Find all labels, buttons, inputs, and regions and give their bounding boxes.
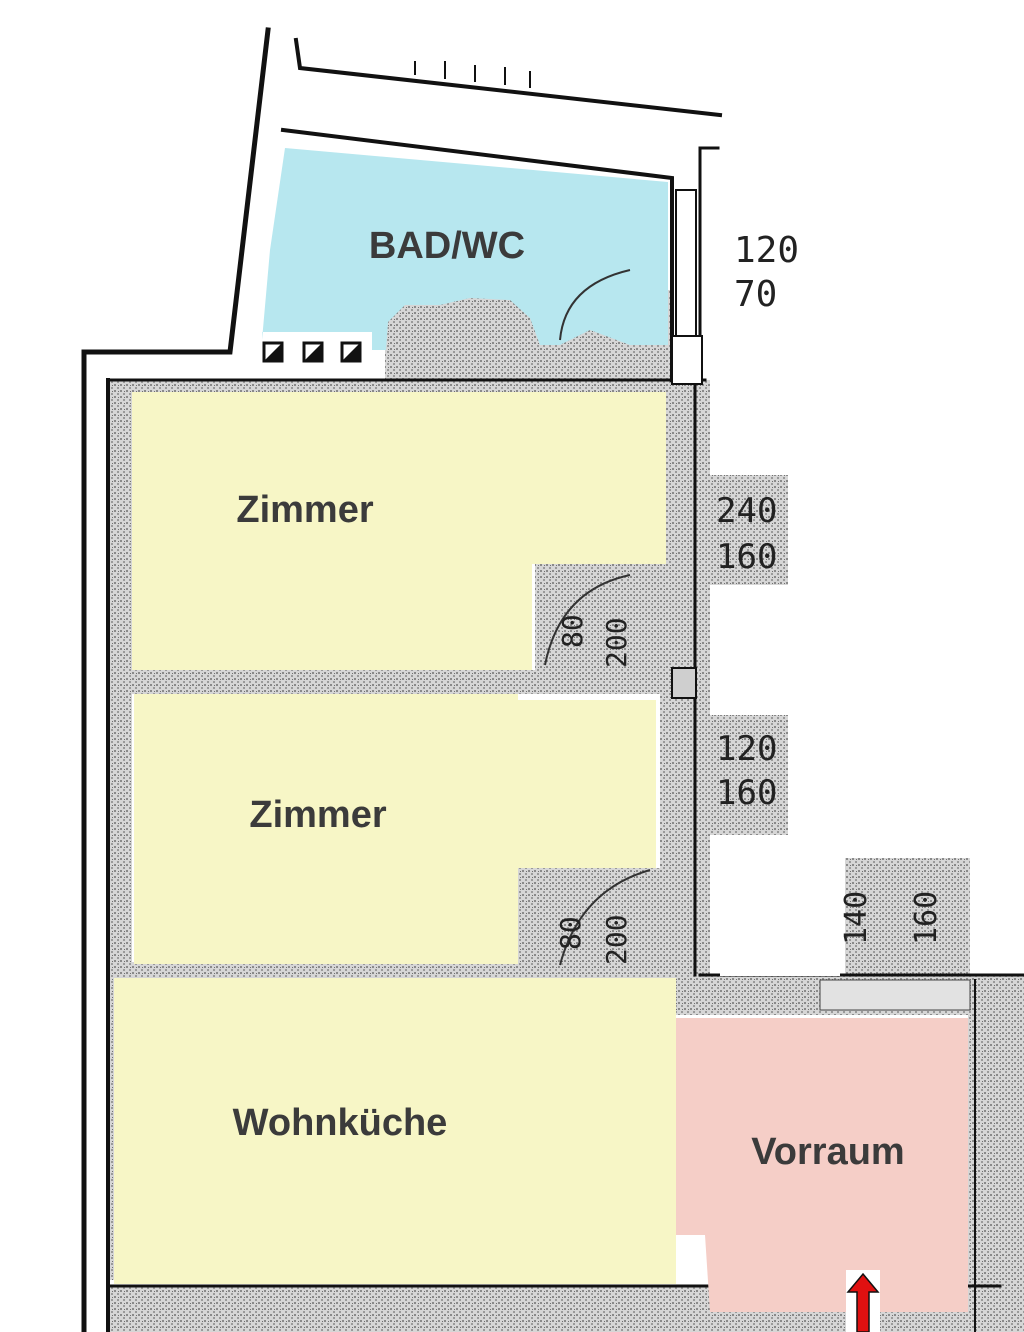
dim-bad-window-height: 70 bbox=[734, 274, 777, 315]
room-label-zimmer-1: Zimmer bbox=[236, 489, 373, 531]
dim-zimmer2-door-height: 200 bbox=[600, 914, 633, 965]
walls bbox=[81, 27, 1024, 1332]
dim-zimmer1-door-height: 200 bbox=[600, 617, 633, 668]
zimmer-1-room-annex bbox=[530, 392, 666, 564]
dim-vorraum-window-height: 160 bbox=[909, 891, 944, 945]
dim-zimmer2-door-width: 80 bbox=[554, 916, 587, 950]
up-arrow-icon bbox=[846, 1270, 880, 1332]
zimmer-1-room bbox=[132, 392, 532, 670]
dim-bad-window-width: 120 bbox=[734, 230, 799, 271]
dim-zimmer1-door-width: 80 bbox=[556, 614, 589, 648]
dim-zimmer1-window-height: 160 bbox=[716, 537, 777, 577]
room-label-wohnkueche: Wohnküche bbox=[233, 1102, 448, 1144]
bathroom-room bbox=[262, 148, 668, 350]
room-label-vorraum: Vorraum bbox=[751, 1131, 904, 1173]
door-swings bbox=[544, 269, 651, 966]
room-label-zimmer-2: Zimmer bbox=[249, 794, 386, 836]
zimmer-2-room-annex bbox=[516, 700, 656, 868]
vorraum-room bbox=[676, 1018, 968, 1312]
dim-vorraum-window-width: 140 bbox=[839, 891, 874, 945]
dim-zimmer2-window-height: 160 bbox=[716, 773, 777, 813]
room-label-bad-wc: BAD/WC bbox=[369, 225, 525, 267]
window-frames bbox=[671, 189, 971, 1011]
zimmer-2-room bbox=[134, 694, 518, 964]
dim-zimmer1-window-width: 240 bbox=[716, 491, 777, 531]
wohnkueche-room bbox=[114, 978, 676, 1284]
dim-zimmer2-window-width: 120 bbox=[716, 729, 777, 769]
ventilation-squares bbox=[262, 341, 362, 363]
